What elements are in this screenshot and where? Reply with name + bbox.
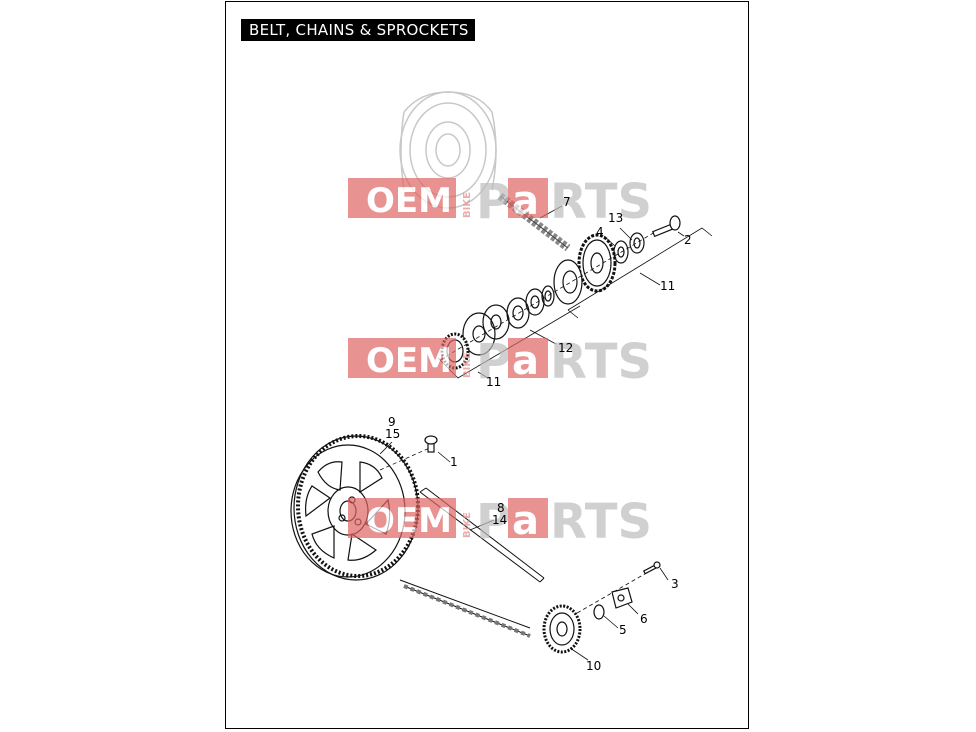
callout-14: 14: [492, 513, 507, 527]
page-title: BELT, CHAINS & SPROCKETS: [241, 19, 475, 41]
svg-text:P: P: [476, 174, 511, 230]
bushing-13: [629, 232, 645, 254]
svg-text:P: P: [476, 494, 511, 550]
transmission-sprocket: [542, 604, 582, 654]
callout-11-lower: 11: [486, 375, 501, 389]
watermark-logo: OEM BIKE P a RTS: [348, 174, 652, 230]
svg-text:RTS: RTS: [550, 174, 652, 230]
svg-text:OEM: OEM: [366, 181, 452, 221]
callout-6: 6: [640, 612, 648, 626]
screw-3: [642, 561, 661, 575]
lock-plate-6: [611, 587, 633, 609]
callout-2: 2: [684, 233, 692, 247]
svg-text:a: a: [512, 498, 539, 544]
compensator-cam: [553, 259, 583, 305]
leader-lines: [379, 205, 685, 661]
svg-text:RTS: RTS: [550, 494, 652, 550]
bracket-11-upper: [567, 227, 713, 319]
screw-1: [424, 435, 438, 453]
svg-text:P: P: [476, 334, 511, 390]
callout-12: 12: [558, 341, 573, 355]
svg-text:OEM: OEM: [366, 341, 452, 381]
callout-11-upper: 11: [660, 279, 675, 293]
callout-1: 1: [450, 455, 458, 469]
svg-text:BIKE: BIKE: [462, 512, 473, 538]
spacer-stack: [462, 285, 555, 356]
svg-text:RTS: RTS: [550, 334, 652, 390]
callout-3: 3: [671, 577, 679, 591]
callout-5: 5: [619, 623, 627, 637]
watermark-logo: OEM BIKE P a RTS: [348, 334, 652, 390]
callout-8: 8: [497, 501, 505, 515]
callout-10: 10: [586, 659, 601, 673]
svg-text:OEM: OEM: [366, 501, 452, 541]
diagram-frame: [225, 1, 749, 729]
callout-labels: 1 2 3 4 5 6 7 8 9 10 11 11 12 13 14 15: [385, 195, 692, 673]
callout-9: 9: [388, 415, 396, 429]
svg-text:BIKE: BIKE: [462, 192, 473, 218]
watermark-logo: OEM BIKE P a RTS: [348, 494, 652, 550]
svg-text:BIKE: BIKE: [462, 352, 473, 378]
callout-7: 7: [563, 195, 571, 209]
bolt-2: [651, 215, 681, 238]
svg-text:a: a: [512, 178, 539, 224]
callout-4: 4: [596, 225, 604, 239]
nut-5: [593, 604, 605, 620]
assembly-axis: [379, 231, 656, 621]
callout-13: 13: [608, 211, 623, 225]
washer-4: [613, 240, 629, 264]
engine-sprocket: [577, 233, 617, 293]
svg-text:a: a: [512, 338, 539, 384]
callout-15: 15: [385, 427, 400, 441]
